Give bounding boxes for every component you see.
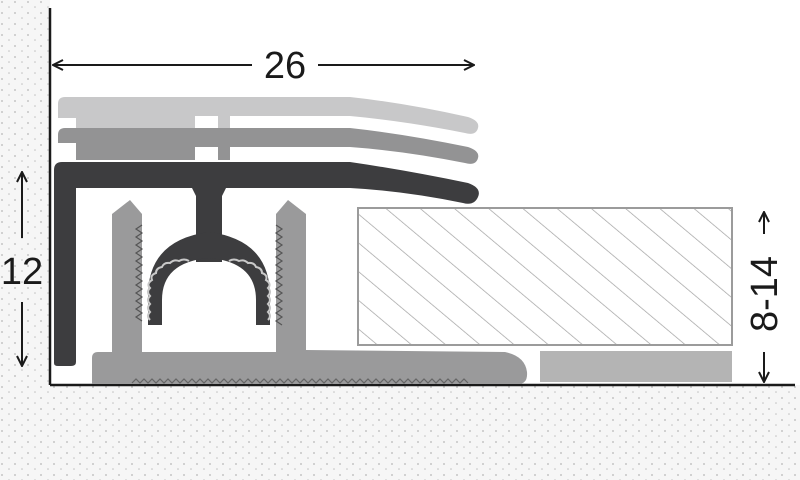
width-dimension-label: 26 <box>264 45 306 87</box>
range-dimension-label: 8-14 <box>744 256 786 332</box>
height-dimension-label: 12 <box>1 251 43 293</box>
wall-texture <box>0 0 50 385</box>
clip-arch-teeth <box>147 258 271 321</box>
clip-arch-insert <box>148 232 270 325</box>
top-cover-profile <box>54 162 479 366</box>
base-underside-texture <box>131 378 469 384</box>
right-serration <box>274 224 284 326</box>
adjacent-floor-covering <box>357 207 733 346</box>
ghost-profile-mid <box>58 128 479 164</box>
floor-texture <box>0 385 800 480</box>
left-serration <box>134 224 144 322</box>
underlay-layer <box>540 351 732 382</box>
base-profile <box>92 200 528 384</box>
ghost-profile-high <box>58 97 479 134</box>
